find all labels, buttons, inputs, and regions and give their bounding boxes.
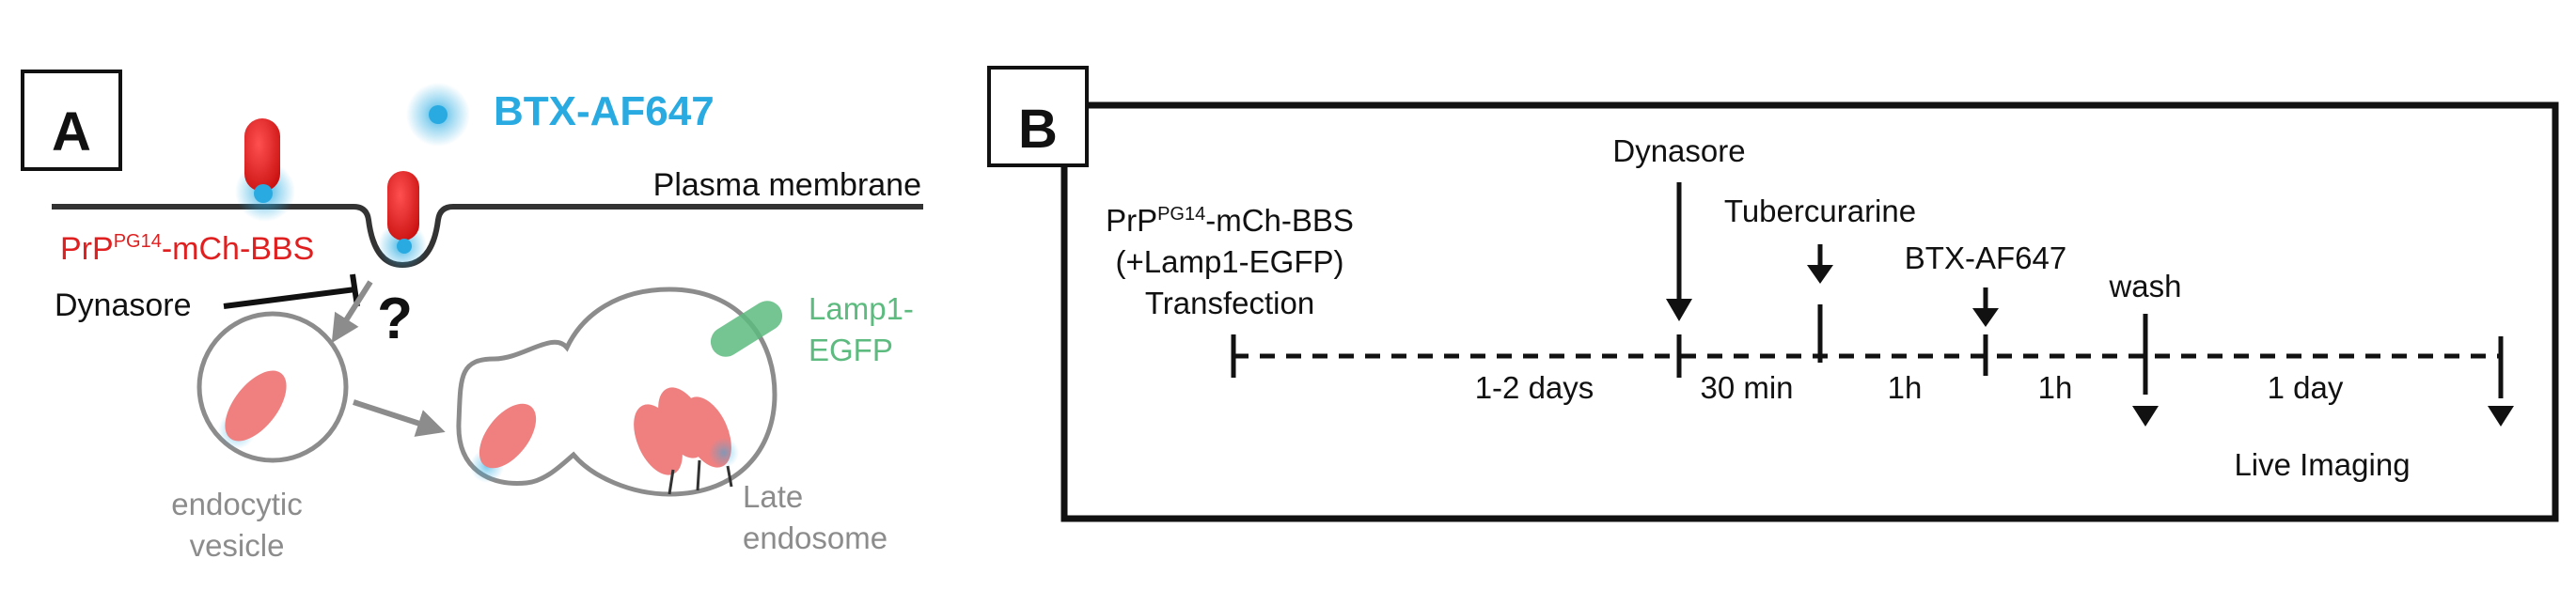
- interval-1: 1-2 days: [1475, 370, 1594, 405]
- panel-a-badge-box: [21, 70, 122, 171]
- transfection-label-2: (+Lamp1-EGFP): [1116, 244, 1344, 279]
- endocytic-vesicle: [196, 311, 349, 463]
- endocytic-label-2: vesicle: [190, 528, 285, 563]
- endocytic-label-1: endocytic: [171, 487, 302, 521]
- late-endosome-label-1: Late: [743, 479, 803, 514]
- arrow-vesicle-to-endosome: [353, 399, 446, 437]
- lamp1-protein: [710, 301, 783, 357]
- live-imaging-label: Live Imaging: [2234, 447, 2410, 482]
- panel-b: B PrPPG14-mCh-BBS (+Lamp1-EGFP) Transfec…: [987, 66, 2559, 522]
- panel-b-badge-box: [987, 66, 1089, 167]
- btx-label-b: BTX-AF647: [1905, 241, 2066, 275]
- wash-label: wash: [2108, 269, 2181, 303]
- interval-4: 1h: [2038, 370, 2073, 405]
- lamp1-label-2: EGFP: [809, 333, 893, 367]
- prp-pit-tag: [397, 239, 412, 254]
- tubercurarine-arrow-head: [1807, 265, 1833, 284]
- dynasore-label-b: Dynasore: [1612, 133, 1745, 168]
- dynasore-arrow-head: [1666, 299, 1692, 321]
- panel-b-frame: [1060, 101, 2559, 522]
- btx-label: BTX-AF647: [494, 88, 715, 134]
- dynasore-label-a: Dynasore: [55, 287, 192, 323]
- endosome-prp-left: [479, 403, 537, 469]
- endosome-tether-1: [668, 469, 675, 495]
- interval-3: 1h: [1888, 370, 1923, 405]
- prp-surface-tag: [254, 184, 273, 203]
- prp-pit-capsule: [387, 171, 419, 241]
- panel-a-badge-letter: A: [52, 101, 91, 163]
- transfection-label-3: Transfection: [1145, 286, 1314, 320]
- arrow-pit-to-vesicle: [331, 280, 373, 344]
- vesicle-prp: [225, 370, 287, 442]
- prp-label: PrPPG14-mCh-BBS: [60, 231, 314, 267]
- btx-dot: [429, 105, 448, 124]
- prp-surface-capsule: [244, 118, 280, 192]
- end-arrow-head: [2488, 406, 2514, 427]
- endosome-tether-2: [696, 459, 701, 491]
- interval-5: 1 day: [2268, 370, 2344, 405]
- panel-b-badge-letter: B: [1018, 99, 1058, 160]
- panel-a: A BTX-AF647 Plasma membrane PrPPG14-mCh-…: [21, 70, 923, 563]
- wash-arrow-head: [2132, 406, 2159, 427]
- plasma-membrane-label: Plasma membrane: [653, 167, 921, 203]
- endosome-tether-3: [726, 465, 733, 488]
- late-endosome: [456, 287, 778, 497]
- endosome-prp-glow-right: [709, 438, 739, 468]
- transfection-label-1: PrPPG14-mCh-BBS: [1106, 203, 1354, 238]
- lamp1-label-1: Lamp1-: [809, 291, 914, 326]
- btx-arrow-head: [1972, 308, 1999, 327]
- question-mark: ?: [377, 287, 413, 351]
- interval-2: 30 min: [1700, 370, 1793, 405]
- tubercurarine-label: Tubercurarine: [1724, 194, 1916, 228]
- dynasore-inhibition-line: [223, 287, 356, 309]
- late-endosome-label-2: endosome: [743, 520, 887, 555]
